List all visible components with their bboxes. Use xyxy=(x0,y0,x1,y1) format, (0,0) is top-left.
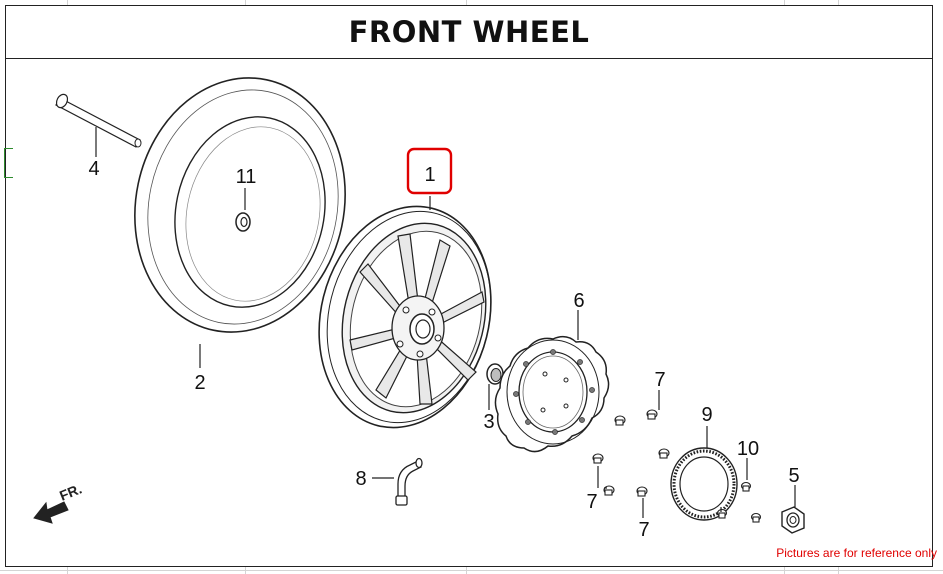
cell-selection-marker xyxy=(4,148,13,178)
ring-screw-shapes[interactable] xyxy=(716,481,762,523)
callout-8: 8 xyxy=(355,468,366,490)
wheel-rim-shape[interactable] xyxy=(296,188,513,446)
reference-note: Pictures are for reference only xyxy=(776,546,937,560)
callout-3: 3 xyxy=(483,411,494,433)
leader-lines xyxy=(95,127,796,518)
disc-bolt-shape xyxy=(646,409,658,420)
tire-shape[interactable] xyxy=(112,58,369,352)
valve-stem-shape[interactable] xyxy=(395,457,423,506)
ring-screw-shape xyxy=(750,512,762,523)
grid-line xyxy=(0,570,943,571)
callout-9: 9 xyxy=(701,404,712,426)
callout-7-lower: 7 xyxy=(638,519,649,541)
callout-5: 5 xyxy=(788,465,799,487)
title-bar: FRONT WHEEL xyxy=(5,5,933,59)
callout-labels: 1 2 3 4 5 6 7 7 7 8 9 10 11 xyxy=(88,158,799,541)
callout-4: 4 xyxy=(88,158,99,180)
ring-screw-shape xyxy=(716,508,728,519)
ring-screw-shape xyxy=(740,481,752,492)
disc-bolt-shape xyxy=(636,486,648,497)
axle-nut-shape[interactable] xyxy=(781,506,805,534)
callout-7-upper: 7 xyxy=(654,369,665,391)
brake-disc-shape[interactable] xyxy=(494,335,610,453)
callout-7-left: 7 xyxy=(586,491,597,513)
callout-6: 6 xyxy=(573,290,584,312)
front-direction-arrow: FR. xyxy=(33,480,84,524)
callout-11: 11 xyxy=(236,166,257,188)
disc-bolt-shape xyxy=(614,415,626,426)
abs-ring-shape[interactable] xyxy=(670,447,738,521)
inner-collar-shape[interactable] xyxy=(235,212,251,232)
callout-10: 10 xyxy=(737,438,759,460)
disc-bolt-shape xyxy=(603,485,615,496)
highlight-box xyxy=(406,147,453,195)
callout-2: 2 xyxy=(194,372,205,394)
disc-bolt-shapes[interactable] xyxy=(592,409,670,497)
disc-bolt-shape xyxy=(658,448,670,459)
axle-shape[interactable] xyxy=(54,92,142,148)
page-title: FRONT WHEEL xyxy=(348,14,590,49)
disc-bolt-shape xyxy=(592,453,604,464)
callout-1: 1 xyxy=(424,164,435,186)
fr-label: FR. xyxy=(57,480,84,503)
